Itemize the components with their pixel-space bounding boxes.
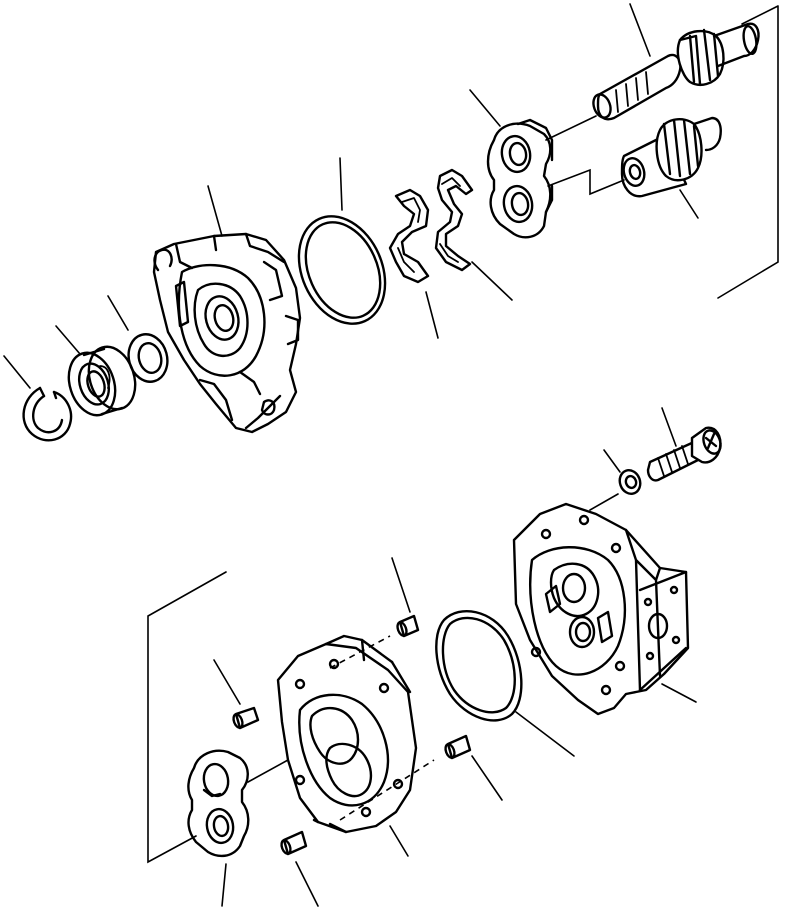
leader-dowel-lower-right bbox=[471, 755, 503, 801]
leader-front-cover bbox=[207, 185, 223, 237]
leader-o-ring-upper bbox=[339, 157, 343, 211]
o-ring-lower bbox=[435, 610, 523, 722]
driven-gear bbox=[620, 116, 722, 198]
leader-side-plate-lower bbox=[221, 863, 227, 907]
seal-ring-right bbox=[434, 168, 474, 272]
leader-seal-ring-right bbox=[471, 261, 513, 301]
leader-o-ring-lower bbox=[515, 711, 575, 757]
leader-drive-gear bbox=[629, 3, 651, 57]
bolt bbox=[646, 426, 722, 482]
pump-body bbox=[276, 634, 418, 834]
ball-bearing bbox=[67, 345, 137, 417]
leader-plate-driven bbox=[547, 168, 625, 196]
side-plate-lower bbox=[187, 749, 250, 858]
side-plate-upper bbox=[486, 118, 554, 239]
leader-driven-gear bbox=[679, 189, 699, 219]
front-cover bbox=[152, 232, 302, 434]
leader-pump-body bbox=[389, 825, 409, 857]
leader-lower-bracket bbox=[147, 571, 227, 864]
leader-dowel-lower-left bbox=[295, 861, 319, 907]
guide-dash-upper bbox=[329, 635, 391, 669]
dowel-pin-upper-left bbox=[232, 706, 260, 730]
leader-dowel-upper-right bbox=[391, 557, 411, 613]
leader-rear-cover bbox=[661, 683, 697, 703]
o-ring-upper bbox=[297, 215, 387, 325]
washer-upper bbox=[127, 333, 169, 383]
leader-washer-bolt bbox=[603, 449, 621, 473]
snap-ring-upper bbox=[22, 386, 73, 442]
leader-plate-shaft bbox=[545, 115, 597, 141]
leader-washer bbox=[107, 295, 129, 331]
dowel-pin-upper-right bbox=[396, 614, 420, 638]
leader-bearing bbox=[55, 325, 81, 355]
guide-dash-lower bbox=[339, 759, 435, 821]
leader-gear-bracket bbox=[717, 5, 779, 299]
drive-gear-shaft bbox=[592, 22, 760, 121]
leader-dowel-upper-left bbox=[213, 659, 241, 705]
leader-seal-ring-left bbox=[425, 291, 439, 339]
leader-lower-plate-link bbox=[247, 759, 289, 783]
rear-cover bbox=[512, 502, 690, 716]
leader-side-plate-upper bbox=[469, 89, 501, 127]
leader-washer-to-cover bbox=[589, 493, 619, 511]
dowel-pin-lower-left bbox=[280, 830, 308, 856]
dowel-pin-lower-right bbox=[444, 734, 472, 760]
washer-bolt bbox=[618, 469, 642, 495]
leader-bolt bbox=[661, 407, 677, 447]
seal-ring-left bbox=[388, 188, 430, 284]
leader-snap-ring bbox=[3, 355, 31, 389]
